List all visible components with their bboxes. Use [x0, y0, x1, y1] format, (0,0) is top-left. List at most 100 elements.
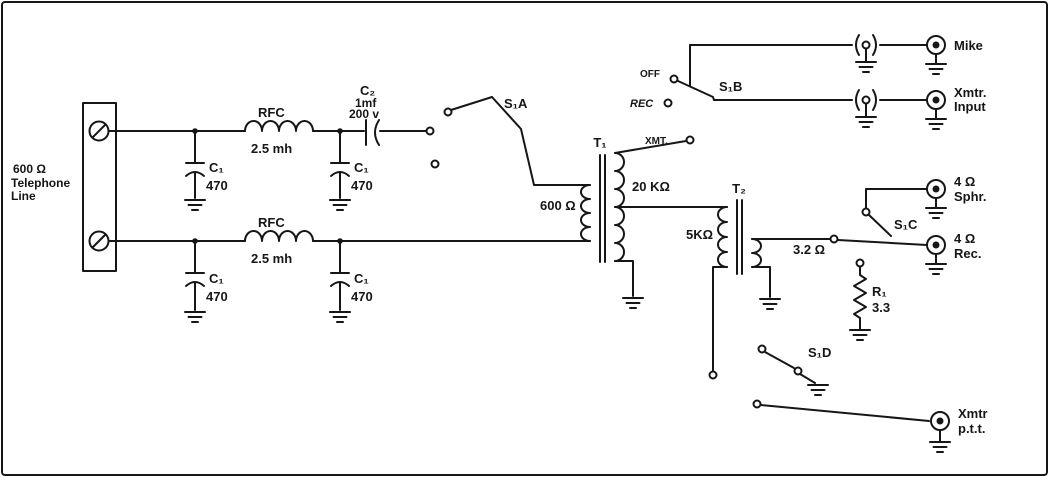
t1-primary-label: 600 Ω — [540, 198, 576, 213]
t2-secondary-ground-wire — [751, 266, 771, 298]
capacitor-c1-bottom-left: C₁ 470 — [184, 240, 228, 323]
t2-secondary-winding — [751, 238, 762, 268]
rfc-choke-bottom: RFC 2.5 mh — [244, 215, 314, 266]
c2-rating: 200 v — [349, 107, 379, 121]
s1a-blade — [450, 96, 493, 111]
capacitor-c1-bottom-right: C₁ 470 — [329, 240, 373, 323]
receiver-label-1: 4 Ω — [954, 231, 975, 246]
t1-secondary-label: 20 KΩ — [632, 179, 670, 194]
bottom-line-wire — [108, 238, 591, 244]
wire-t2-to-s1d — [712, 266, 728, 372]
c1-value: 470 — [351, 289, 373, 304]
c1-name: C₁ — [209, 160, 224, 175]
mike-row: Mike — [689, 34, 983, 75]
s1d-label: S₁D — [808, 345, 831, 360]
speaker-jack — [926, 179, 946, 199]
c2-value: 1mf — [355, 96, 377, 110]
top-line-wire — [108, 128, 427, 134]
rfc-bottom-name: RFC — [258, 215, 285, 230]
speaker-label-1: 4 Ω — [954, 174, 975, 189]
s1a-label: S₁A — [504, 96, 528, 111]
s1b-label: S₁B — [719, 79, 742, 94]
xmtr-input-label-1: Xmtr. — [954, 85, 987, 100]
ground-icon — [929, 441, 951, 453]
ground-icon — [759, 298, 781, 310]
t2-primary-label: 5KΩ — [686, 227, 713, 242]
s1d-feed-contact — [708, 370, 718, 380]
ground-icon — [855, 61, 877, 73]
receiver-row: 4 Ω Rec. — [837, 231, 981, 275]
r1-body — [853, 266, 867, 331]
r1-top-contact — [855, 258, 865, 268]
mike-jack — [926, 35, 946, 55]
s1d-ground-stem — [799, 373, 816, 384]
t2-label: T₂ — [732, 181, 746, 196]
s1b-off-contact — [669, 74, 679, 84]
s1a-contact-top — [425, 126, 435, 136]
switch-s1b: OFF S₁B — [640, 44, 742, 101]
ground-icon — [184, 311, 206, 323]
ptt-jack — [930, 411, 950, 431]
s1d-blade — [764, 351, 795, 369]
terminal-block — [82, 102, 117, 272]
ground-icon — [925, 207, 947, 219]
s1b-blade — [677, 80, 715, 101]
rfc-top-name: RFC — [258, 105, 285, 120]
ground-icon — [925, 63, 947, 75]
wire-s1a-to-t1 — [491, 96, 591, 186]
speaker-label-2: Sphr. — [954, 189, 987, 204]
telephone-line-label: 600 Ω Telephone Line — [11, 162, 70, 203]
ground-icon — [855, 116, 877, 128]
ptt-contact — [752, 399, 762, 409]
wire-t1-to-xmt — [614, 140, 687, 154]
s1c-label: S₁C — [894, 217, 918, 232]
off-label: OFF — [640, 69, 660, 80]
telephone-line-name-1: Telephone — [11, 176, 70, 190]
rec-label: REC — [630, 98, 654, 110]
s1a-contact-lower — [430, 159, 440, 169]
xmtr-input-jack — [926, 90, 946, 110]
ground-icon — [925, 118, 947, 130]
xmt-contact — [685, 135, 695, 145]
c1-value: 470 — [351, 178, 373, 193]
t2-primary-winding — [717, 206, 728, 268]
ground-icon — [925, 263, 947, 275]
capacitor-c1-top-right: C₁ 470 — [329, 130, 373, 211]
xmtr-input-row: Xmtr. Input — [713, 85, 987, 130]
t1-label: T₁ — [593, 135, 606, 150]
t2-output-contact — [829, 234, 839, 244]
ptt-wire — [760, 404, 930, 422]
telephone-line-name-2: Line — [11, 189, 36, 203]
speaker-row: 4 Ω Sphr. — [861, 174, 987, 219]
switch-s1a: S₁A — [425, 96, 591, 186]
screw-terminal-top — [88, 120, 110, 142]
receiver-wire — [837, 239, 928, 246]
t1-secondary-ground-wire — [614, 260, 634, 297]
s1c-blade — [868, 214, 892, 237]
receiver-label-2: Rec. — [954, 246, 981, 261]
rfc-top-value: 2.5 mh — [251, 141, 292, 156]
rfc-bottom-value: 2.5 mh — [251, 251, 292, 266]
ptt-label-2: p.t.t. — [958, 421, 985, 436]
ground-icon — [807, 384, 829, 396]
ptt-label-1: Xmtr — [958, 406, 988, 421]
switch-s1d: S₁D — [757, 344, 831, 396]
r1-value: 3.3 — [872, 300, 890, 315]
xmt-label: XMT. — [645, 136, 668, 147]
c1-value: 470 — [206, 178, 228, 193]
speaker-wire — [865, 188, 928, 209]
t2-secondary-label: 3.2 Ω — [793, 242, 825, 257]
t1-core — [599, 154, 606, 263]
ground-icon — [849, 329, 871, 341]
ground-icon — [184, 199, 206, 211]
mike-label: Mike — [954, 38, 983, 53]
c1-value: 470 — [206, 289, 228, 304]
receiver-jack — [926, 235, 946, 255]
t1-primary-winding — [580, 184, 591, 242]
rec-contact — [663, 98, 673, 108]
screw-terminal-bottom — [88, 230, 110, 252]
c1-name: C₁ — [354, 160, 369, 175]
